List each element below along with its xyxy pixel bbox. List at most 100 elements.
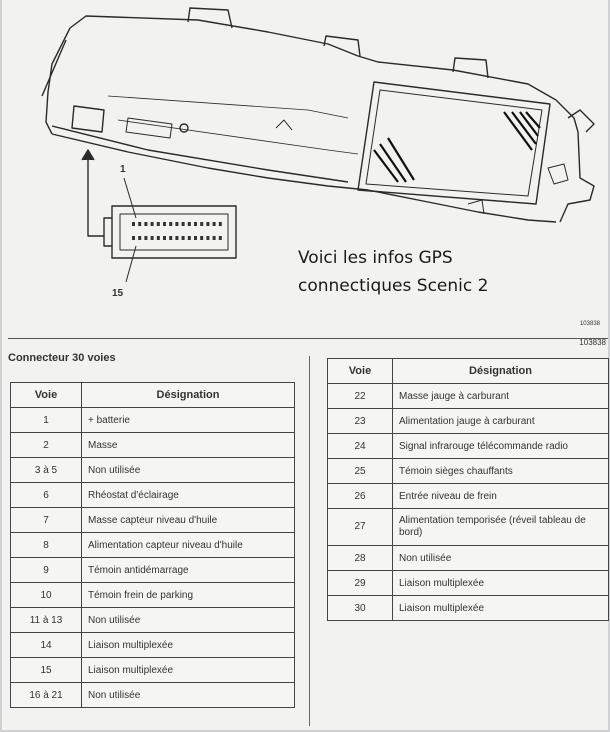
drawing-reference-small: 103838 <box>579 321 600 327</box>
connector-pin <box>150 222 154 226</box>
header-voie: Voie <box>10 382 82 408</box>
cell-voie: 11 à 13 <box>10 607 82 633</box>
cell-designation: Signal infrarouge télécommande radio <box>392 433 609 459</box>
cell-designation: Alimentation capteur niveau d'huile <box>81 532 295 558</box>
connector-pin <box>218 222 222 226</box>
cell-designation: Liaison multiplexée <box>81 657 295 683</box>
cell-designation: Témoin sièges chauffants <box>392 458 609 484</box>
connector-pin <box>200 236 204 240</box>
cell-voie: 14 <box>10 632 82 658</box>
cell-voie: 16 à 21 <box>10 682 82 708</box>
connector-pin <box>138 236 142 240</box>
connector-pin <box>206 222 210 226</box>
instrument-cluster-drawing: 1 15 Voici les infos GPS connectiques Sc… <box>8 0 608 339</box>
connector-pin <box>212 222 216 226</box>
connector-pin <box>156 222 160 226</box>
connector-pin <box>194 222 197 226</box>
connector-pin <box>175 222 179 226</box>
cell-designation: Entrée niveau de frein <box>392 483 609 509</box>
connector-pin <box>194 236 197 240</box>
connector-pin <box>150 236 154 240</box>
connector-pin <box>169 222 173 226</box>
cell-voie: 9 <box>10 557 82 583</box>
connector-pin <box>163 236 166 240</box>
header-designation: Désignation <box>392 358 609 384</box>
cell-designation: Non utilisée <box>81 682 295 708</box>
cell-voie: 10 <box>10 582 82 608</box>
connector-pin <box>169 236 173 240</box>
pin-last-label: 15 <box>112 288 124 299</box>
cell-voie: 28 <box>327 545 393 571</box>
connector-pin <box>187 222 191 226</box>
connector-pin <box>187 236 191 240</box>
cell-designation: Témoin frein de parking <box>81 582 295 608</box>
connector-pin <box>206 236 210 240</box>
cell-designation: Alimentation temporisée (réveil tableau … <box>392 508 609 546</box>
cell-voie: 2 <box>10 432 82 458</box>
cell-voie: 22 <box>327 383 393 409</box>
cell-voie: 8 <box>10 532 82 558</box>
connector-pin <box>212 236 216 240</box>
overlay-annotation: Voici les infos GPS connectiques Scenic … <box>298 244 488 300</box>
connector-pin <box>132 236 135 240</box>
cell-designation: Rhéostat d'éclairage <box>81 482 295 508</box>
connector-pin <box>132 222 135 226</box>
column-divider <box>309 356 310 726</box>
cell-designation: Masse capteur niveau d'huile <box>81 507 295 533</box>
cell-voie: 24 <box>327 433 393 459</box>
cell-voie: 26 <box>327 483 393 509</box>
cell-designation: Masse <box>81 432 295 458</box>
overlay-line-2: connectiques Scenic 2 <box>298 276 489 296</box>
cell-voie: 3 à 5 <box>10 457 82 483</box>
cell-voie: 6 <box>10 482 82 508</box>
cell-designation: Non utilisée <box>81 607 295 633</box>
connector-pin <box>181 236 185 240</box>
connector-pin <box>163 222 166 226</box>
cell-designation: + batterie <box>81 407 295 433</box>
section-title: Connecteur 30 voies <box>8 352 116 364</box>
connector-pin <box>181 222 185 226</box>
connector-pin <box>175 236 179 240</box>
connector-pin <box>144 222 148 226</box>
cell-designation: Non utilisée <box>81 457 295 483</box>
cell-voie: 30 <box>327 595 393 621</box>
header-voie: Voie <box>327 358 393 384</box>
connector-pin <box>144 236 148 240</box>
cell-voie: 15 <box>10 657 82 683</box>
cell-voie: 27 <box>327 508 393 546</box>
cluster-line-drawing <box>41 7 595 283</box>
cell-voie: 1 <box>10 407 82 433</box>
cell-voie: 7 <box>10 507 82 533</box>
cell-designation: Liaison multiplexée <box>81 632 295 658</box>
connector-pin <box>200 222 204 226</box>
drawing-reference: 103838 <box>579 338 606 347</box>
cell-designation: Alimentation jauge à carburant <box>392 408 609 434</box>
connector-pin <box>156 236 160 240</box>
connector-pin <box>218 236 222 240</box>
cell-designation: Liaison multiplexée <box>392 595 609 621</box>
overlay-line-1: Voici les infos GPS <box>298 248 453 268</box>
pin-first-label: 1 <box>120 164 126 175</box>
connector-pin <box>138 222 142 226</box>
cell-voie: 25 <box>327 458 393 484</box>
